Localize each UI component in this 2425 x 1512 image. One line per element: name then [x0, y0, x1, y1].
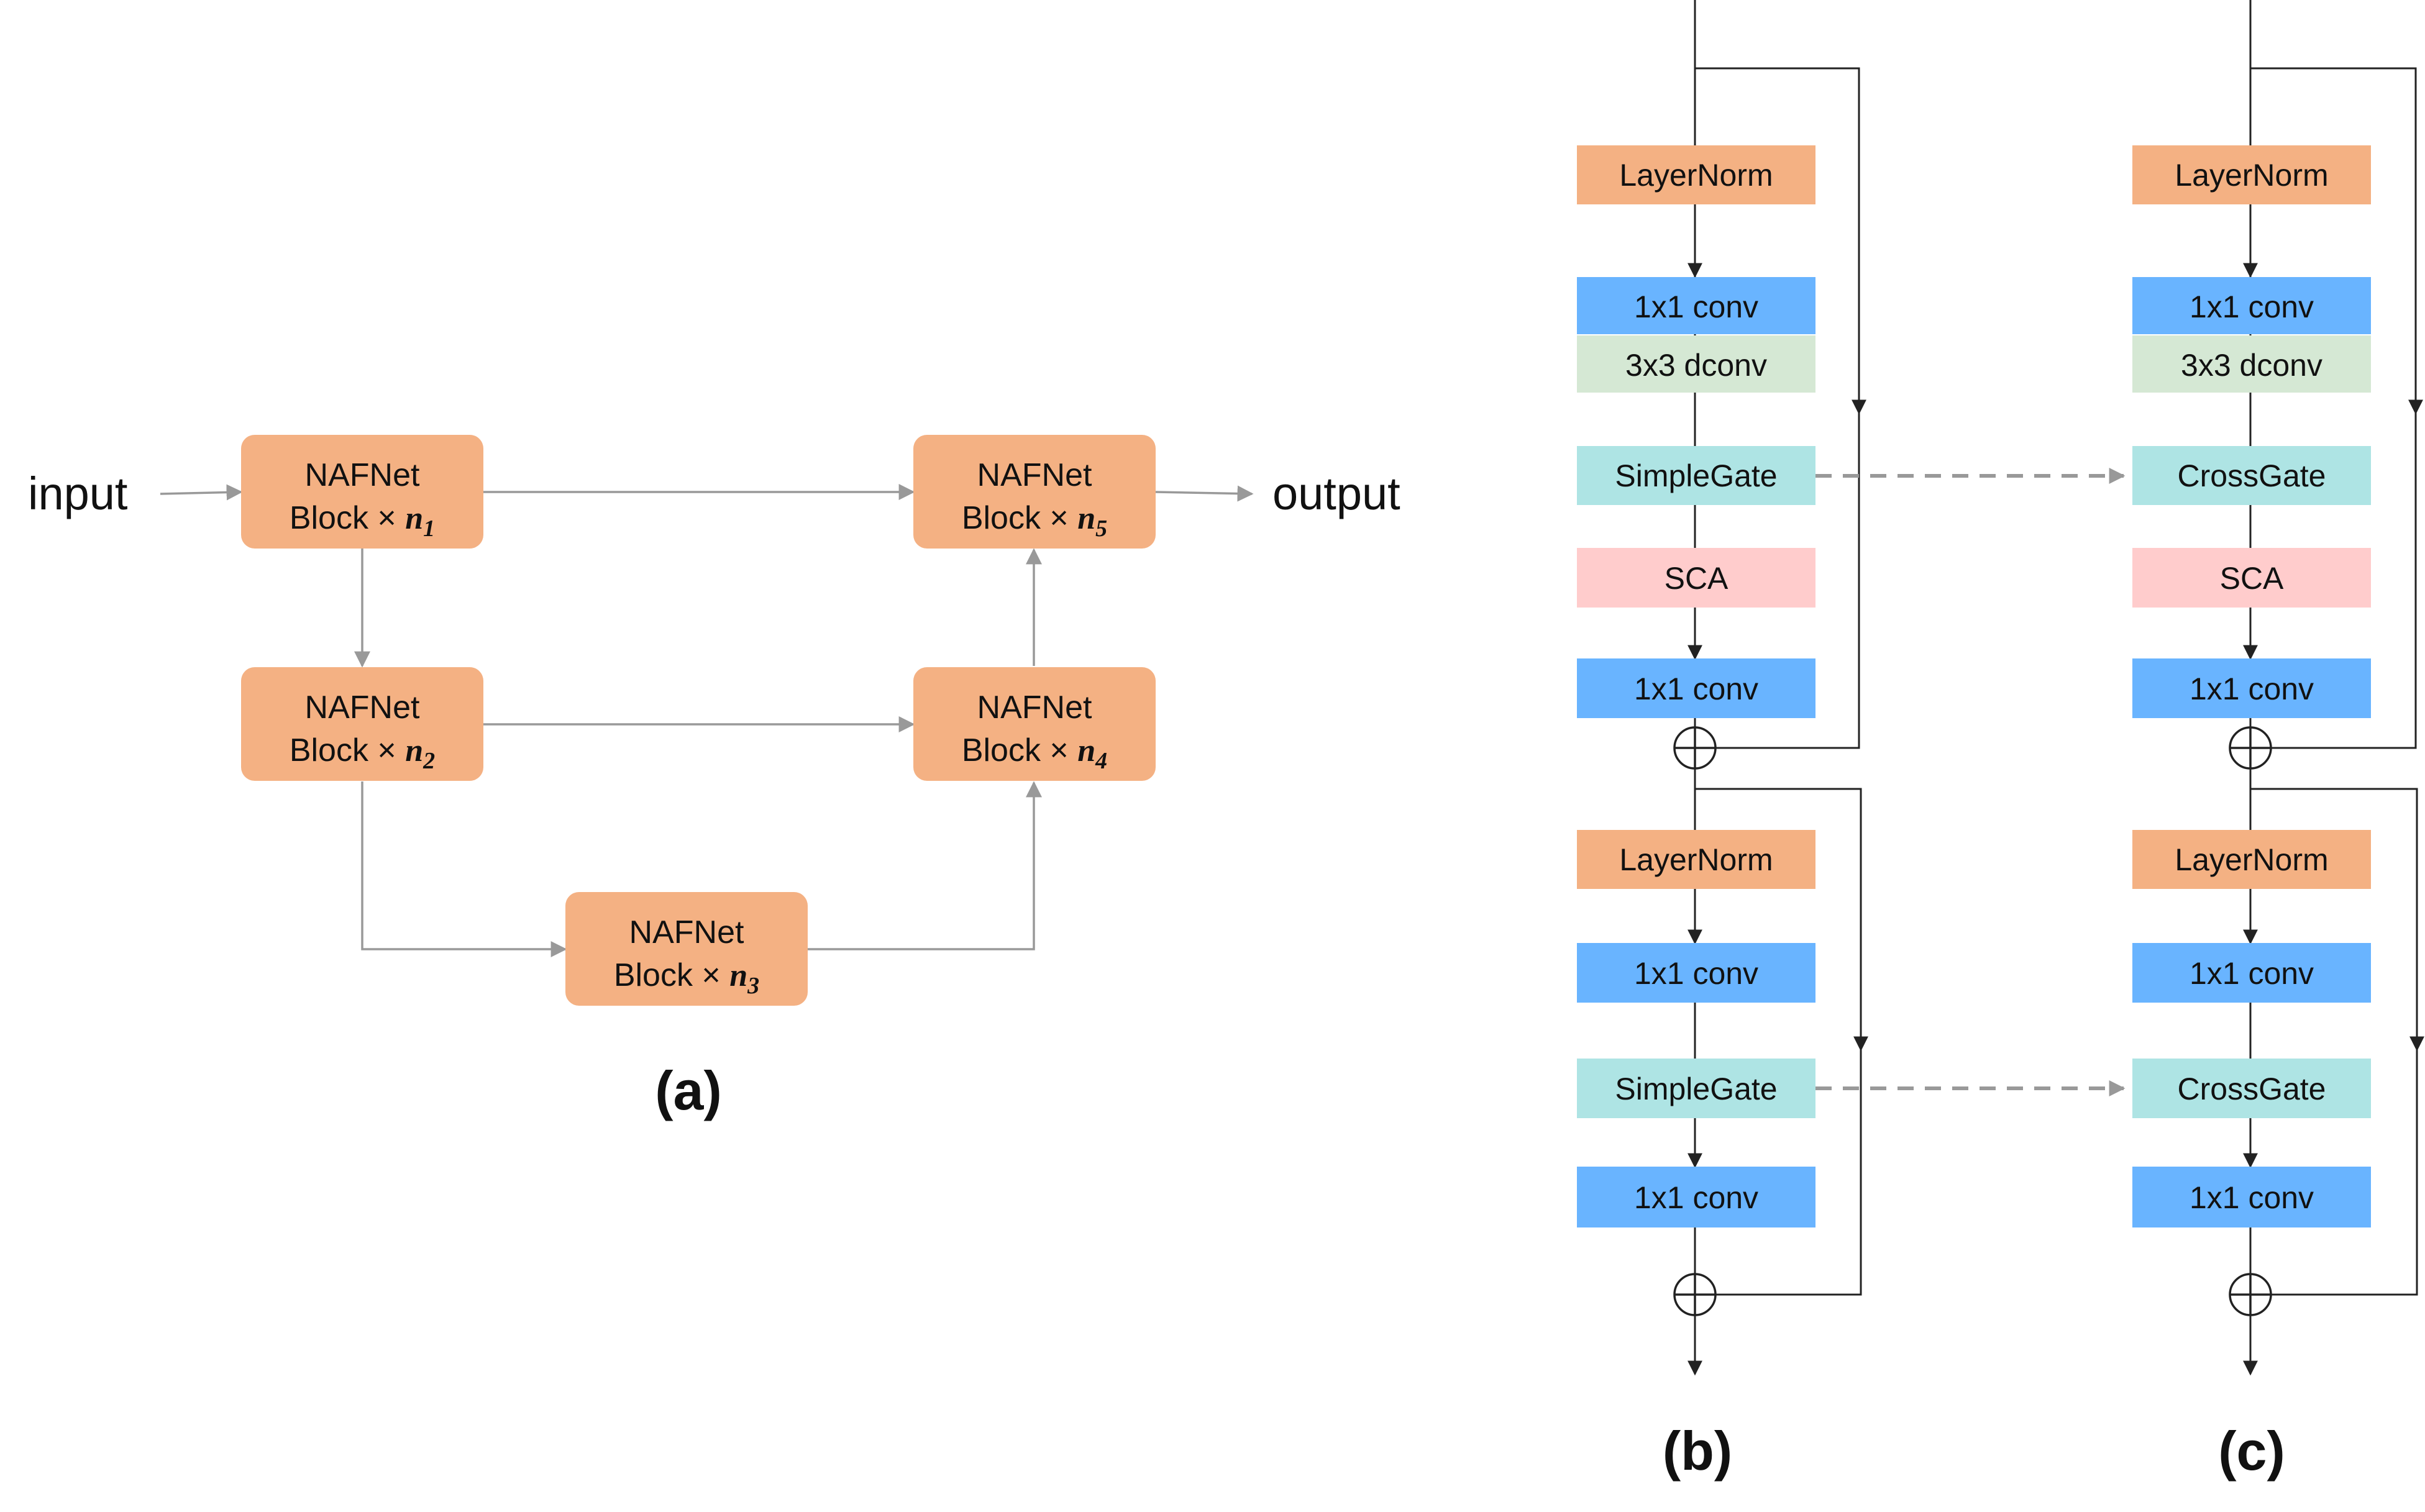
nafnet-block-4: NAFNet Block × n4 [913, 667, 1156, 781]
panel-b-add-icon-1 [1673, 726, 1717, 770]
panel-b-simplegate-1: SimpleGate [1577, 446, 1815, 505]
panel-b-simplegate-2-label: SimpleGate [1615, 1072, 1777, 1106]
gate-cross-connections [1815, 468, 2126, 1096]
panel-b-dconv: 3x3 dconv [1577, 335, 1815, 393]
panel-c-crossgate-2-label: CrossGate [2178, 1072, 2326, 1106]
nafnet-block-1: NAFNet Block × n1 [241, 435, 483, 549]
panel-c-dconv: 3x3 dconv [2132, 335, 2371, 393]
panel-c-crossgate-1: CrossGate [2132, 446, 2371, 505]
panel-a-connectors [160, 484, 1254, 957]
panel-c: LayerNorm 1x1 conv 3x3 dconv CrossGate S… [2132, 0, 2424, 1482]
block-1-title: NAFNet [305, 457, 420, 493]
block-4-title: NAFNet [977, 690, 1092, 726]
panel-c-conv-4: 1x1 conv [2132, 1167, 2371, 1227]
panel-b-conv-3-label: 1x1 conv [1634, 956, 1758, 991]
panel-b-dconv-label: 3x3 dconv [1625, 348, 1767, 383]
panel-c-sca: SCA [2132, 548, 2371, 608]
panel-b-conv-1: 1x1 conv [1577, 277, 1815, 334]
panel-b-layernorm-2-label: LayerNorm [1619, 842, 1773, 877]
nafnet-block-5: NAFNet Block × n5 [913, 435, 1156, 549]
panel-b-conv-1-label: 1x1 conv [1634, 289, 1758, 324]
panel-b-conv-2-label: 1x1 conv [1634, 672, 1758, 706]
panel-c-conv-3-label: 1x1 conv [2190, 956, 2314, 991]
arrow-block5-to-output [1155, 485, 1254, 502]
panel-b-conv-3: 1x1 conv [1577, 943, 1815, 1003]
panel-c-layernorm-1-label: LayerNorm [2175, 158, 2328, 193]
panel-b-layernorm-1-label: LayerNorm [1619, 158, 1773, 193]
panel-b-conv-4-label: 1x1 conv [1634, 1180, 1758, 1215]
block-4-multiplier: Block × n4 [962, 732, 1107, 774]
arrow-block2-to-block3 [361, 781, 567, 957]
panel-c-conv-4-label: 1x1 conv [2190, 1180, 2314, 1215]
caption-b: (b) [1663, 1420, 1732, 1482]
block-1-multiplier: Block × n1 [290, 500, 435, 542]
panel-b: LayerNorm 1x1 conv 3x3 dconv SimpleGate … [1577, 0, 1868, 1482]
block-2-multiplier: Block × n2 [290, 732, 435, 774]
panel-b-sca-label: SCA [1665, 561, 1729, 596]
panel-c-add-icon-1 [2229, 726, 2272, 770]
arrow-input-to-block1 [160, 484, 243, 501]
block-2-title: NAFNet [305, 690, 420, 726]
panel-b-layernorm-2: LayerNorm [1577, 830, 1815, 889]
panel-c-crossgate-1-label: CrossGate [2178, 458, 2326, 493]
nafnet-block-3: NAFNet Block × n3 [565, 892, 808, 1006]
arrow-block3-to-block4 [808, 781, 1042, 950]
panel-b-simplegate-2: SimpleGate [1577, 1059, 1815, 1118]
panel-c-layernorm-2-label: LayerNorm [2175, 842, 2328, 877]
input-label: input [28, 468, 128, 519]
panel-c-conv-2: 1x1 conv [2132, 658, 2371, 718]
panel-b-conv-4: 1x1 conv [1577, 1167, 1815, 1227]
block-5-title: NAFNet [977, 457, 1092, 493]
panel-b-sca: SCA [1577, 548, 1815, 608]
panel-b-conv-2: 1x1 conv [1577, 658, 1815, 718]
block-5-multiplier: Block × n5 [962, 500, 1107, 542]
panel-c-add-icon-2 [2229, 1273, 2272, 1316]
panel-c-layernorm-2: LayerNorm [2132, 830, 2371, 889]
panel-a: input output NAFNet Block × n1 NAFNet Bl… [28, 435, 1400, 1121]
caption-c: (c) [2218, 1420, 2285, 1482]
panel-b-simplegate-1-label: SimpleGate [1615, 458, 1777, 493]
panel-c-layernorm-1: LayerNorm [2132, 145, 2371, 204]
panel-c-conv-1-label: 1x1 conv [2190, 289, 2314, 324]
panel-c-conv-3: 1x1 conv [2132, 943, 2371, 1003]
block-3-title: NAFNet [629, 914, 744, 950]
panel-c-conv-2-label: 1x1 conv [2190, 672, 2314, 706]
panel-c-sca-label: SCA [2220, 561, 2284, 596]
block-3-multiplier: Block × n3 [614, 957, 759, 999]
output-label: output [1272, 468, 1400, 519]
nafnet-block-2: NAFNet Block × n2 [241, 667, 483, 781]
panel-c-conv-1: 1x1 conv [2132, 277, 2371, 334]
panel-c-dconv-label: 3x3 dconv [2181, 348, 2322, 383]
caption-a: (a) [655, 1060, 722, 1121]
panel-b-layernorm-1: LayerNorm [1577, 145, 1815, 204]
panel-b-add-icon-2 [1673, 1273, 1717, 1316]
panel-c-crossgate-2: CrossGate [2132, 1059, 2371, 1118]
